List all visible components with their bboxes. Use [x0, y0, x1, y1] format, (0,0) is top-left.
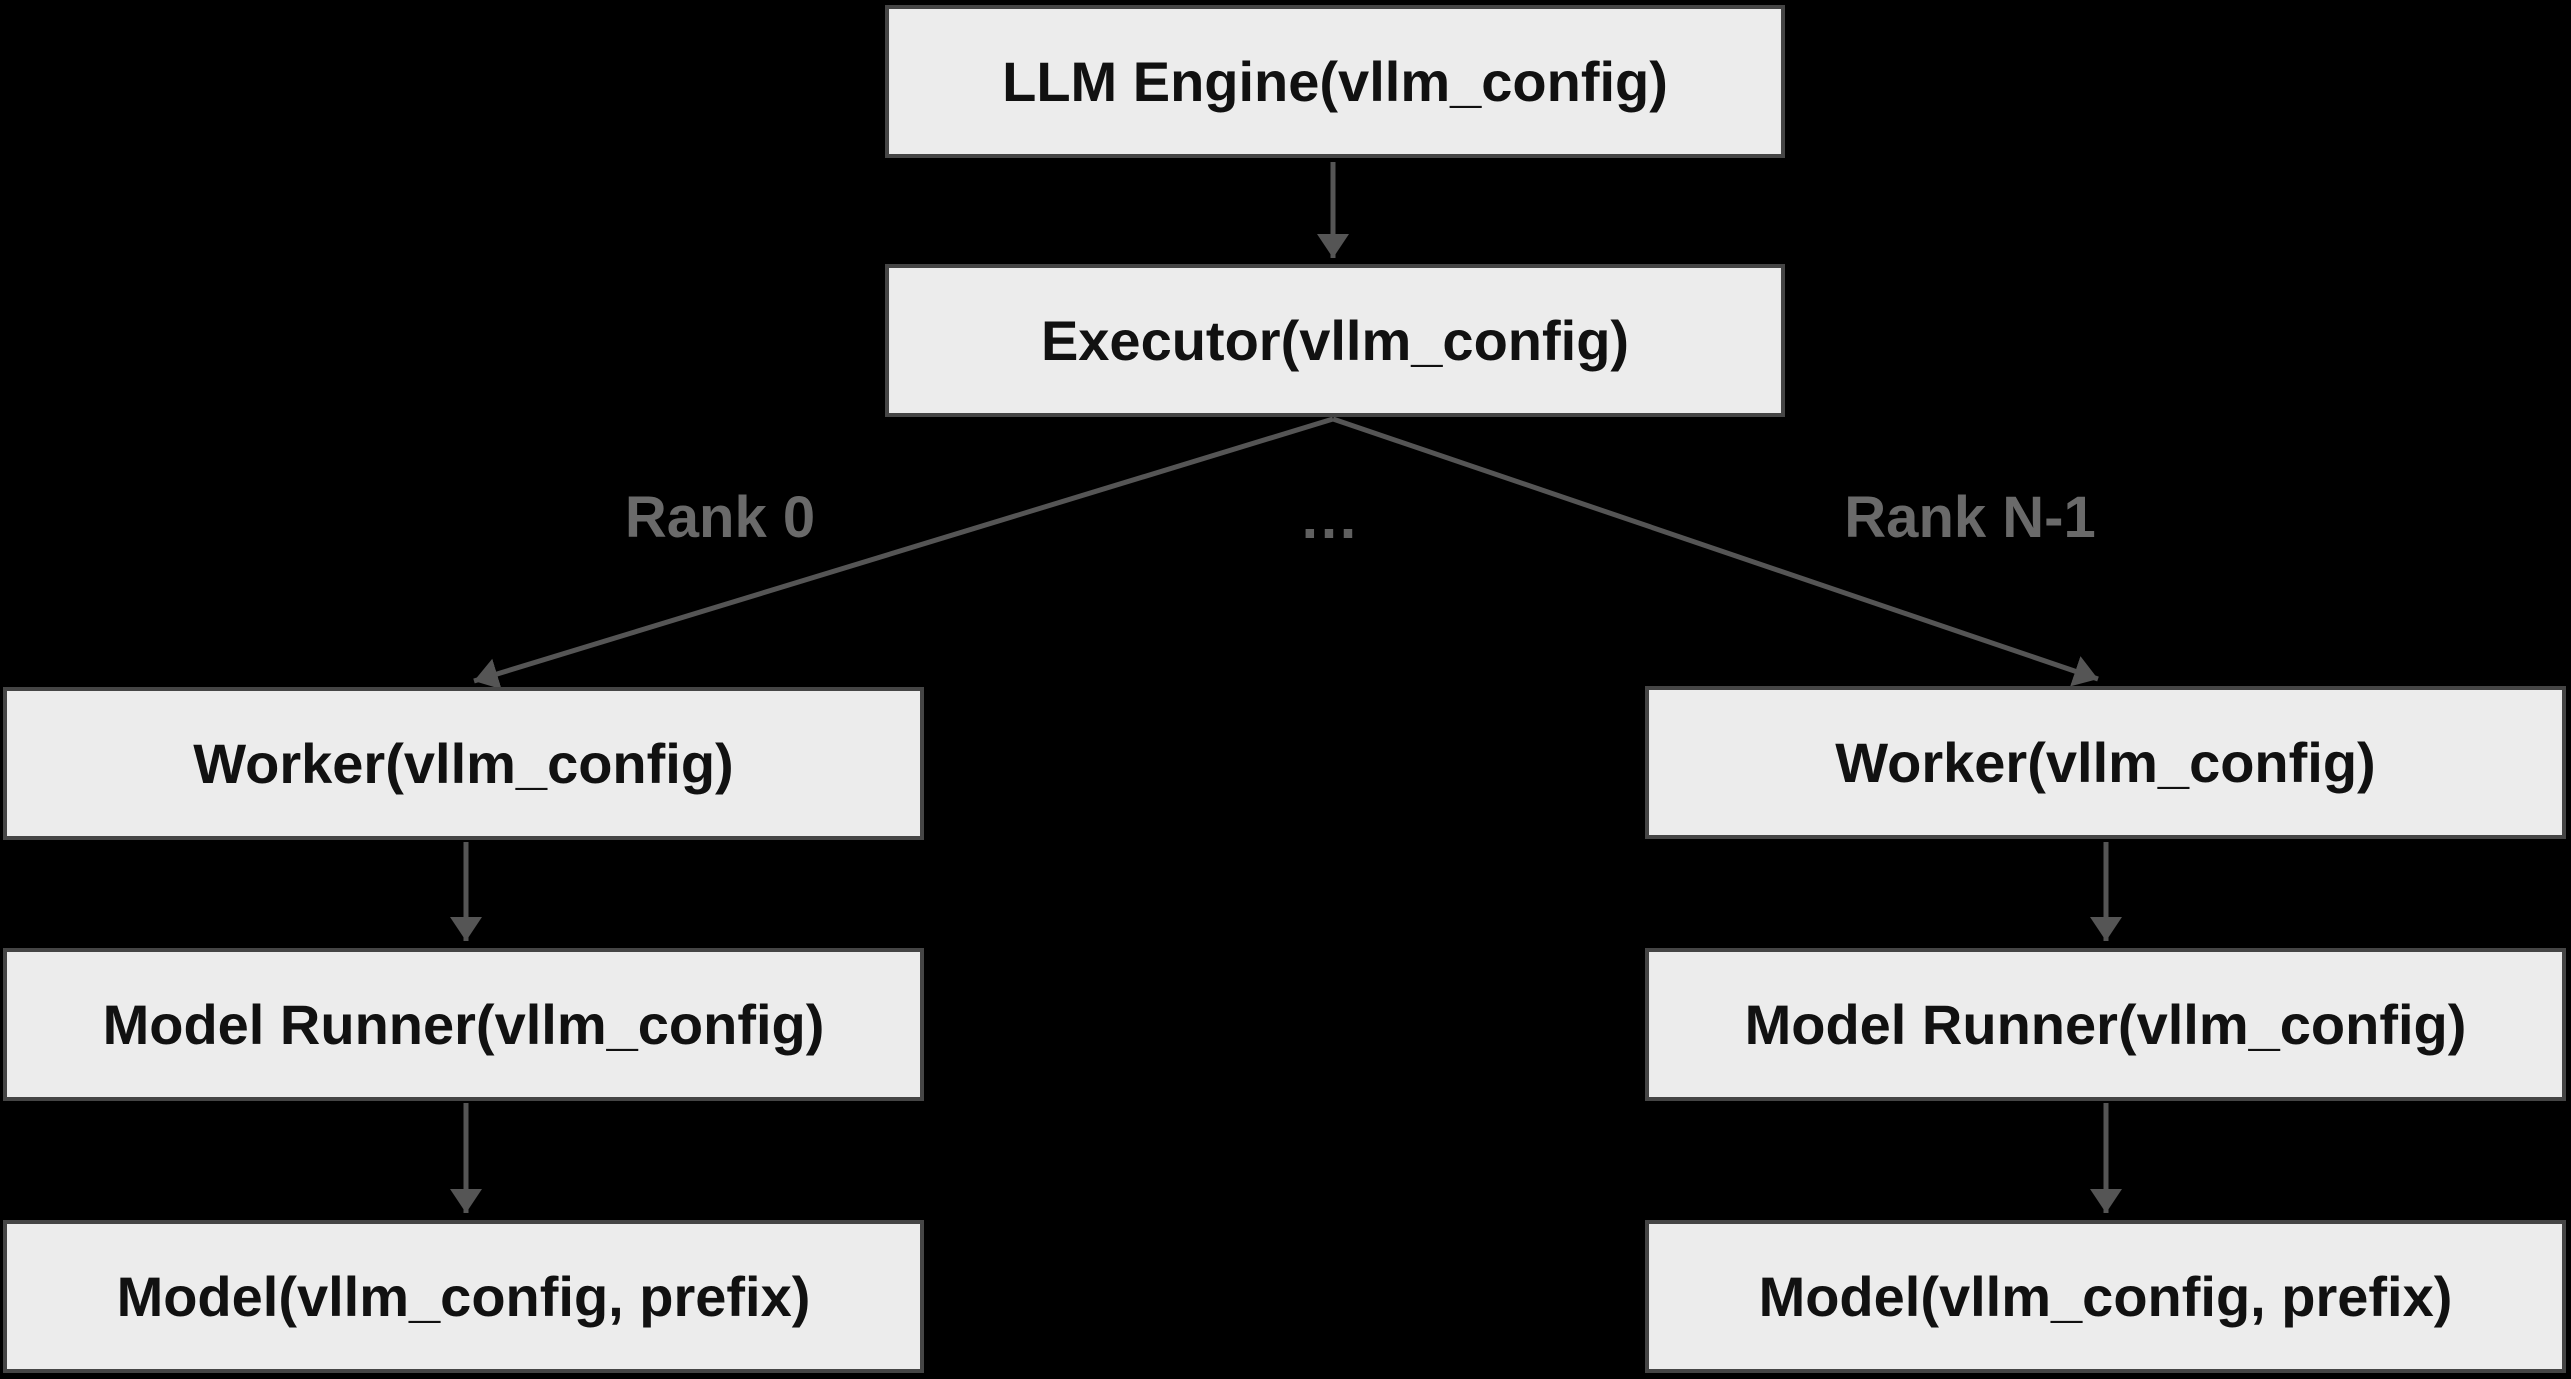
node-model-runner-right: Model Runner(vllm_config): [1645, 948, 2566, 1101]
edge-label-ellipsis: …: [1299, 484, 1359, 551]
node-model-runner-left: Model Runner(vllm_config): [3, 948, 924, 1101]
node-llm-engine: LLM Engine(vllm_config): [885, 5, 1785, 158]
node-model-left: Model(vllm_config, prefix): [3, 1220, 924, 1373]
node-worker-right: Worker(vllm_config): [1645, 686, 2566, 839]
edge-label-rank-n-1: Rank N-1: [1844, 485, 2096, 550]
node-model-right: Model(vllm_config, prefix): [1645, 1220, 2566, 1373]
node-worker-left: Worker(vllm_config): [3, 687, 924, 840]
edge-executor-to-worker-left: [473, 416, 1334, 690]
node-executor: Executor(vllm_config): [885, 264, 1785, 417]
edge-executor-to-worker-right: [1332, 416, 2099, 687]
edge-label-rank-0: Rank 0: [624, 485, 816, 550]
